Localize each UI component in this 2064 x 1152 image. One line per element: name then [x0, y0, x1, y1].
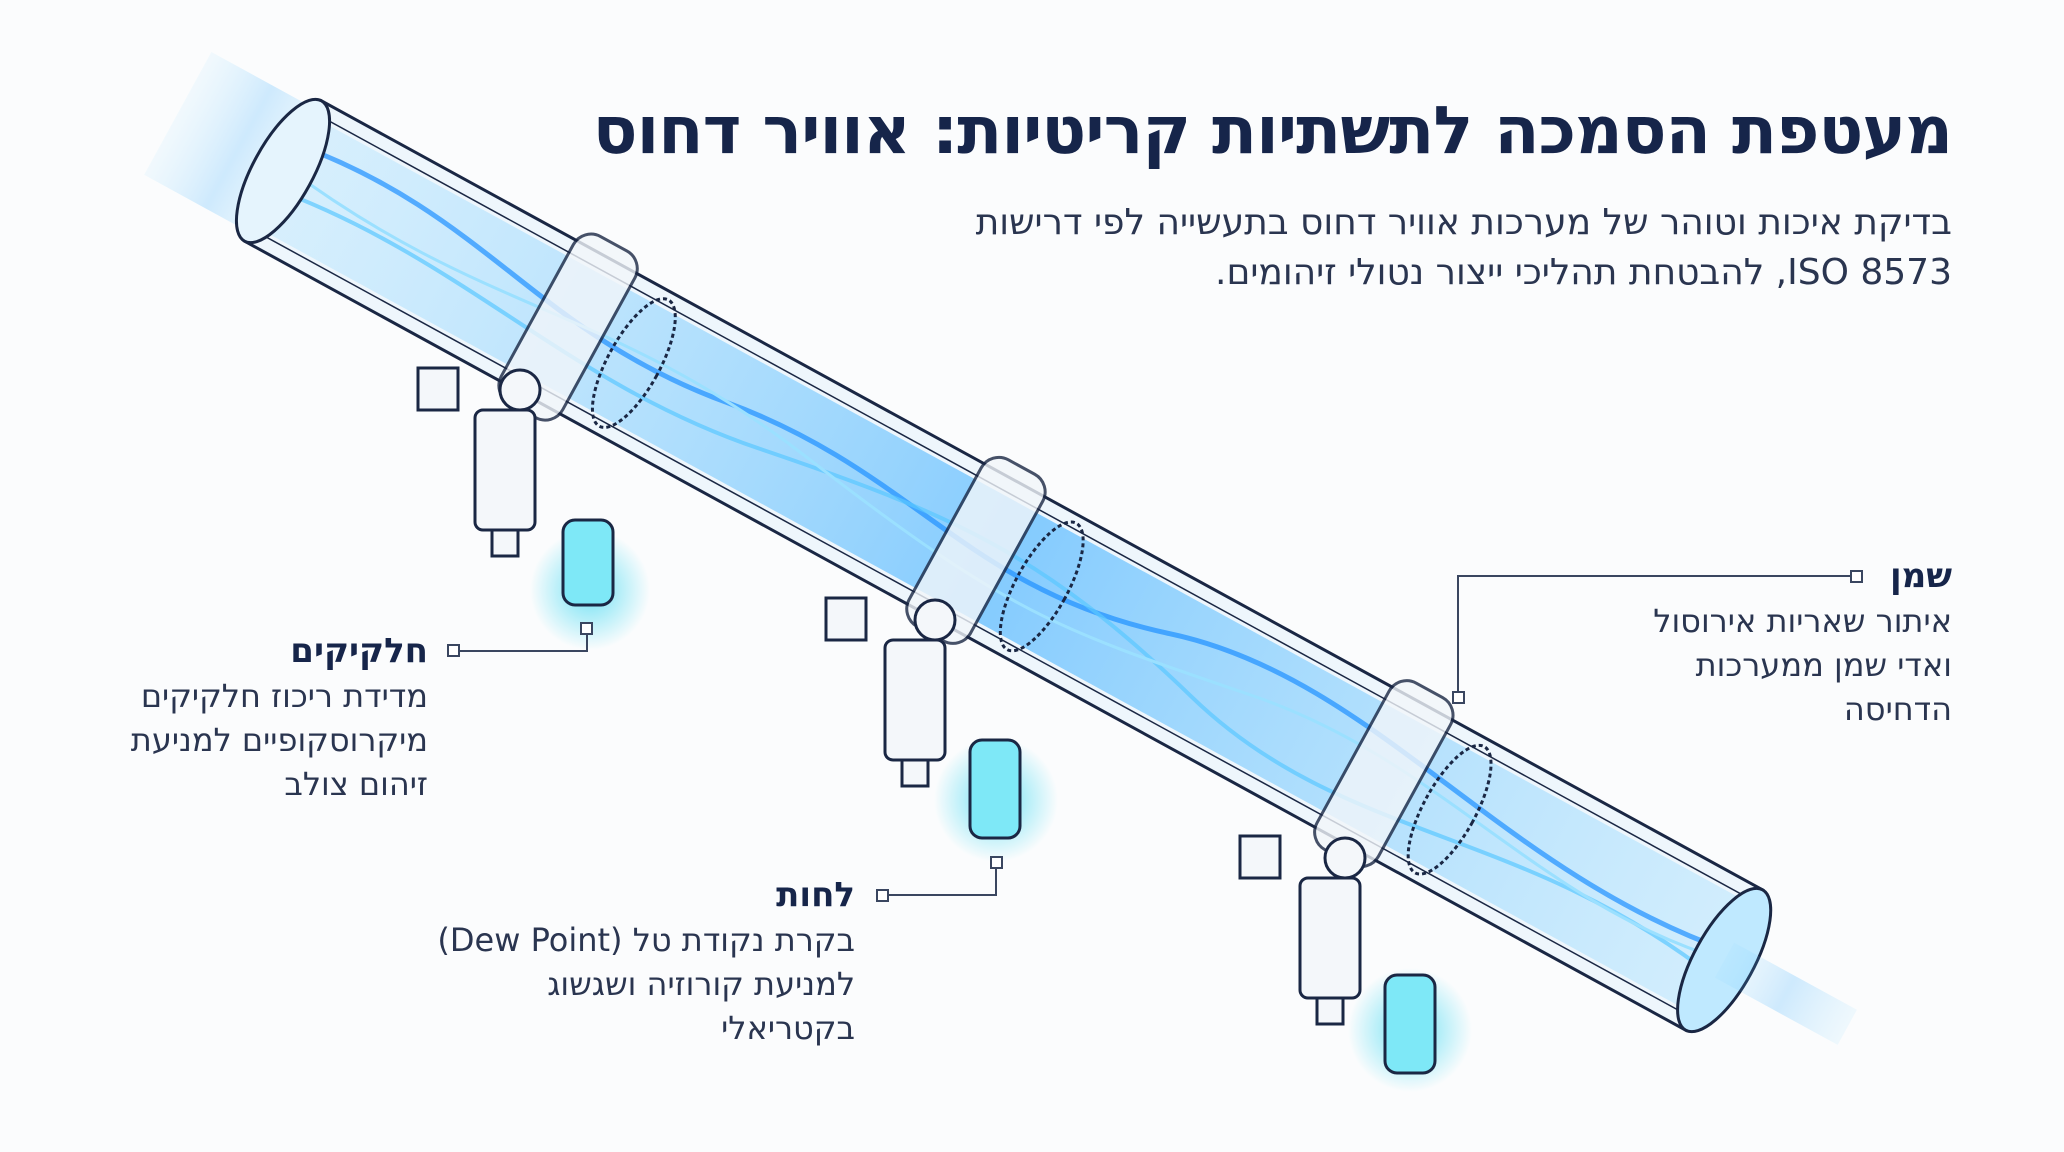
leader-line-oil: [1457, 575, 1851, 692]
subtitle: בדיקת איכות וטוהר של מערכות אוויר דחוס ב…: [976, 198, 1952, 298]
label-line: זיהום צולב: [284, 765, 428, 803]
leader-line-moisture: [888, 868, 997, 896]
label-heading: חלקיקים: [290, 631, 428, 671]
label-oil: שמן איתור שאריות אירוסול ואדי שמן ממערכו…: [1653, 553, 1952, 731]
subtitle-line: בדיקת איכות וטוהר של מערכות אוויר דחוס ב…: [975, 202, 1952, 243]
label-line: מיקרוסקופיים למניעת: [130, 721, 428, 759]
page-title: מעטפת הסמכה לתשתיות קריטיות: אוויר דחוס: [592, 92, 1953, 169]
label-line: למניעת קורוזיה ושגשוג: [547, 965, 855, 1003]
leader-line-particles: [459, 634, 588, 652]
label-line: הדחיסה: [1843, 690, 1952, 728]
filter-unit-particles: [416, 366, 650, 650]
filter-unit-oil: [1238, 834, 1472, 1092]
label-line: איתור שאריות אירוסול: [1653, 602, 1952, 640]
label-heading: לחות: [776, 875, 855, 915]
label-line: בקטריאלי: [721, 1009, 855, 1047]
subtitle-line: ISO 8573, להבטחת תהליכי ייצור נטולי זיהו…: [1215, 252, 1952, 293]
label-particles: חלקיקים מדידת ריכוז חלקיקים מיקרוסקופיים…: [131, 628, 428, 806]
label-line: מדידת ריכוז חלקיקים: [140, 677, 428, 715]
label-heading: שמן: [1889, 556, 1952, 596]
filter-unit-moisture: [824, 596, 1058, 862]
label-line: בקרת נקודת טל (Dew Point): [437, 921, 855, 959]
label-line: ואדי שמן ממערכות: [1695, 646, 1952, 684]
pipe: [144, 51, 1773, 1034]
label-moisture: לחות בקרת נקודת טל (Dew Point) למניעת קו…: [437, 872, 855, 1050]
